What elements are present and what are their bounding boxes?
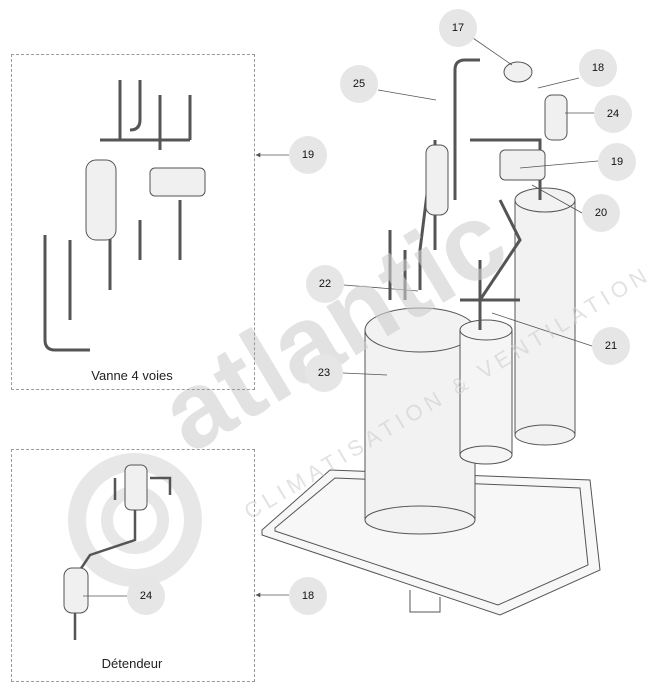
compressor-tank bbox=[364, 307, 476, 535]
callout-20: 20 bbox=[582, 194, 620, 232]
callout-18-inset: 18 bbox=[289, 577, 327, 615]
inset-pointer-arrows bbox=[255, 152, 289, 598]
callout-19-inset: 19 bbox=[289, 136, 327, 174]
upper-parts bbox=[425, 61, 568, 216]
base-frame bbox=[261, 469, 601, 616]
rear-tank bbox=[514, 187, 576, 446]
inset-4-way-valve-parts bbox=[85, 159, 206, 241]
callout-23: 23 bbox=[305, 354, 343, 392]
callout-22: 22 bbox=[306, 265, 344, 303]
leader-lines bbox=[83, 35, 599, 597]
inset-caption-expansion-valve: Détendeur bbox=[101, 656, 163, 671]
callout-18: 18 bbox=[579, 49, 617, 87]
callout-21: 21 bbox=[592, 327, 630, 365]
callout-24: 24 bbox=[594, 95, 632, 133]
callout-19: 19 bbox=[598, 143, 636, 181]
inset-box-4-way-valve bbox=[11, 54, 255, 390]
inset-box-expansion-valve bbox=[11, 449, 255, 682]
callout-17: 17 bbox=[439, 9, 477, 47]
inset-4-way-valve-drawing bbox=[43, 80, 192, 352]
callout-24-inset: 24 bbox=[127, 577, 165, 615]
inset-expansion-valve-parts bbox=[63, 464, 148, 614]
accumulator-tank bbox=[459, 319, 513, 465]
inset-caption-4-way-valve: Vanne 4 voies bbox=[91, 368, 173, 383]
callout-25: 25 bbox=[340, 65, 378, 103]
